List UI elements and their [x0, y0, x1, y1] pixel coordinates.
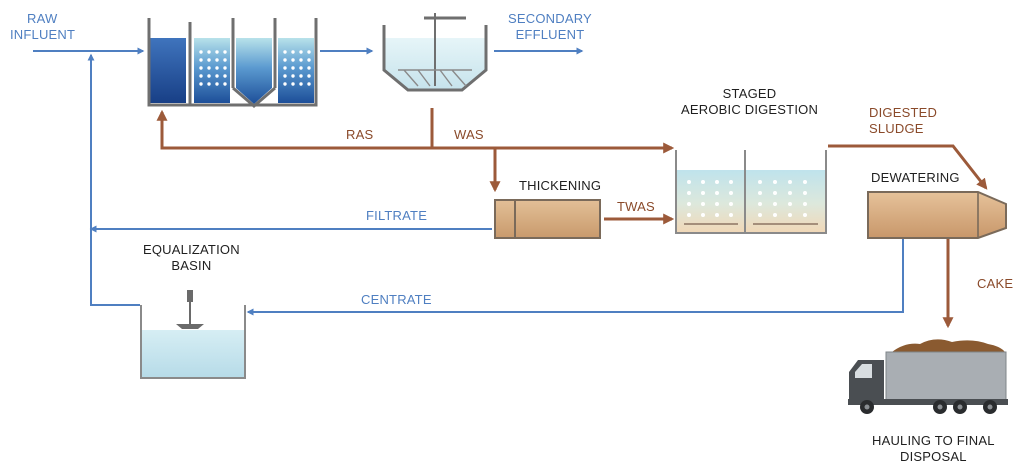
- aerobic-digester-icon: [675, 150, 827, 234]
- equalization-basin-icon: [140, 290, 246, 379]
- hauling-line-1: HAULING TO FINAL: [872, 433, 995, 448]
- haul-truck-icon: [848, 339, 1008, 414]
- secondary-effluent-label: SECONDARY EFFLUENT: [508, 11, 592, 43]
- solids-flow-lines: [156, 108, 988, 329]
- clarifier-icon: [382, 13, 488, 92]
- digested-line-2: SLUDGE: [869, 121, 924, 136]
- liquid-flow-lines: [33, 47, 904, 316]
- digested-line-1: DIGESTED: [869, 105, 938, 120]
- secondary-effluent-line-1: SECONDARY: [508, 11, 592, 26]
- staged-line-1: STAGED: [722, 86, 777, 101]
- equalization-basin-label: EQUALIZATION BASIN: [143, 242, 240, 274]
- was-label: WAS: [454, 127, 484, 142]
- cake-label: CAKE: [977, 276, 1013, 291]
- mixer-icon: [176, 290, 204, 329]
- raw-influent-line-1: RAW: [27, 11, 58, 26]
- dewatering-centrifuge-icon: [867, 191, 1007, 239]
- ras-label: RAS: [346, 127, 374, 142]
- equalization-return-line: [87, 53, 140, 306]
- staged-line-2: AEROBIC DIGESTION: [681, 102, 819, 117]
- filtrate-label: FILTRATE: [366, 208, 428, 223]
- ras-return-arrow: [156, 109, 432, 150]
- digested-sludge-arrow: [828, 144, 988, 190]
- activated-sludge-basin-icon: [147, 18, 318, 108]
- thickener-icon: [494, 199, 601, 239]
- equalization-line-2: BASIN: [171, 258, 212, 273]
- staged-aerobic-digestion-label: STAGED AEROBIC DIGESTION: [681, 86, 818, 118]
- thickening-label: THICKENING: [519, 178, 602, 193]
- raw-influent-label: RAW INFLUENT: [10, 11, 75, 43]
- centrate-arrow: [246, 238, 904, 316]
- raw-influent-line-2: INFLUENT: [10, 27, 76, 42]
- twas-label: TWAS: [617, 199, 655, 214]
- digested-sludge-label: DIGESTED SLUDGE: [869, 105, 937, 137]
- dewatering-label: DEWATERING: [871, 170, 960, 185]
- centrate-label: CENTRATE: [361, 292, 432, 307]
- equalization-line-1: EQUALIZATION: [143, 242, 240, 257]
- secondary-effluent-line-2: EFFLUENT: [515, 27, 585, 42]
- hauling-line-2: DISPOSAL: [900, 449, 967, 464]
- hauling-label: HAULING TO FINAL DISPOSAL: [872, 433, 995, 464]
